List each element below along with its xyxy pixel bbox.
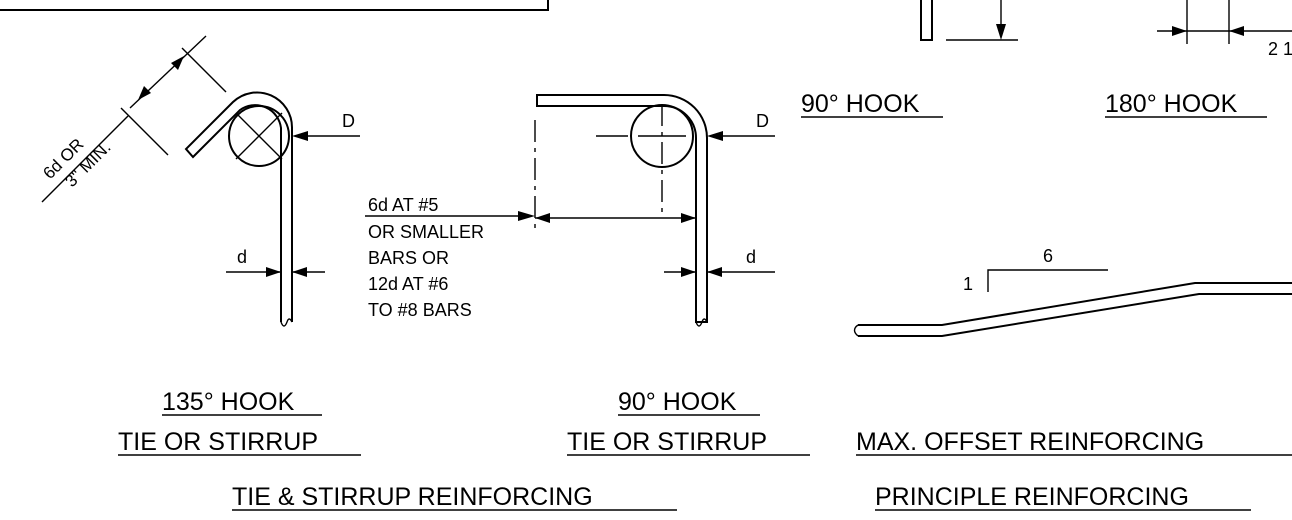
- hook-90-bar: [920, 0, 933, 41]
- max-offset-detail: [853, 269, 1292, 337]
- hook-135-subcaption: TIE OR STIRRUP: [118, 428, 318, 456]
- hook-90-tie-bar: [536, 94, 708, 323]
- slope-run-label: 6: [1043, 246, 1053, 266]
- hook-135-D-arrowhead: [292, 131, 308, 141]
- hook-135-d-arrow-left: [266, 267, 281, 277]
- hook-135-ext-line-a: [181, 47, 227, 93]
- hook-135-pin-centerline: [235, 112, 283, 160]
- hook-90-tie-note-arrow: [518, 211, 535, 221]
- title-frame: [0, 0, 549, 11]
- principle-section-title: PRINCIPLE REINFORCING: [875, 483, 1189, 511]
- hook-90-tie-d-label: d: [746, 247, 756, 267]
- hook-180-caption: 180° HOOK: [1105, 90, 1238, 118]
- hook-135-d-label: d: [237, 247, 247, 267]
- hook-135-caption: 135° HOOK: [162, 388, 295, 416]
- hook-180-dim-arrow-a: [1172, 26, 1187, 36]
- hook-90-tie-ext-arrow-left: [535, 213, 550, 223]
- hook-135-bar-break: [280, 318, 293, 327]
- hook-135-ext-arrow-top: [171, 56, 184, 70]
- offset-bar: [858, 282, 1292, 337]
- hook-135-ext-line-b: [120, 107, 169, 156]
- hook-180-partial-dim: 2 1: [1268, 39, 1292, 59]
- ext-note-line1: 6d AT #5: [368, 195, 438, 215]
- hook-90-tie-detail: [365, 94, 775, 327]
- ext-note-line2: OR SMALLER: [368, 222, 484, 242]
- hook-90-dim-arrow: [996, 24, 1006, 40]
- slope-indicator: [987, 269, 1108, 292]
- hook-90-tie-caption: 90° HOOK: [618, 388, 737, 416]
- slope-rise-label: 1: [963, 274, 973, 294]
- hook-135-d-arrow-right: [292, 267, 307, 277]
- hook-90-caption: 90° HOOK: [801, 90, 920, 118]
- hook-90-tie-ext-arrow-right: [681, 213, 696, 223]
- hook-180-detail: [1157, 0, 1292, 44]
- hook-90-tie-d-arrow-right: [707, 267, 722, 277]
- hook-135-bar: [184, 91, 294, 322]
- ext-note-line4: 12d AT #6: [368, 274, 448, 294]
- hook-135-D-label: D: [342, 111, 355, 131]
- hook-90-tie-d-arrow-left: [681, 267, 696, 277]
- hook-135-ext-arrow-bottom: [138, 86, 151, 100]
- offset-bar-break: [853, 324, 859, 337]
- tie-stirrup-section-title: TIE & STIRRUP REINFORCING: [232, 483, 593, 511]
- ext-note-line5: TO #8 BARS: [368, 300, 472, 320]
- hook-135-detail: [41, 35, 360, 327]
- hook-180-dim-arrow-b: [1229, 26, 1244, 36]
- max-offset-caption: MAX. OFFSET REINFORCING: [856, 428, 1204, 456]
- ext-note-line3: BARS OR: [368, 248, 449, 268]
- hook-135-pin-circle: [228, 105, 290, 167]
- hook-135-ext-label-leader: [41, 115, 129, 203]
- hook-90-tie-D-label: D: [756, 111, 769, 131]
- hook-90-tie-bar-break: [695, 318, 708, 327]
- hook-90-tie-subcaption: TIE OR STIRRUP: [567, 428, 767, 456]
- hook-90-detail: [920, 0, 1018, 41]
- hook-90-tie-D-arrowhead: [707, 131, 723, 141]
